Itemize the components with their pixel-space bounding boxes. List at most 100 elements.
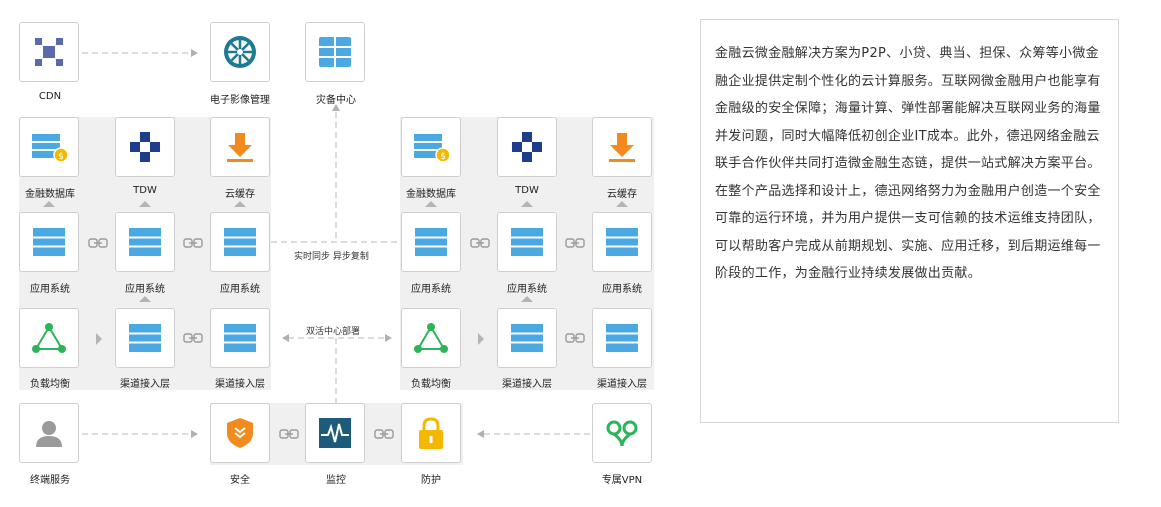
load-balancer-label-left: 负载均衡: [30, 379, 70, 390]
app-system-label-left-1: 应用系统: [30, 284, 70, 295]
download-icon: [227, 133, 253, 162]
description-paragraph-2: 在整个产品选择和设计上，德迅网络努力为金融用户创造一个安全可靠的运行环境，并为用…: [715, 183, 1101, 282]
dr-center-label: 灾备中心: [316, 95, 356, 106]
channel-access-node-right-2[interactable]: [592, 308, 652, 368]
sync-replication-label: 实时同步 异步复制: [291, 249, 372, 262]
image-management-label: 电子影像管理: [210, 95, 270, 106]
link-icon: [565, 333, 585, 343]
financial-db-label-left: 金融数据库: [25, 189, 75, 200]
database-coin-icon: $: [32, 134, 68, 163]
channel-access-label-left-1: 渠道接入层: [120, 379, 170, 390]
server-icon: [511, 324, 543, 352]
terminal-service-node[interactable]: [19, 403, 79, 463]
channel-access-node-left-2[interactable]: [210, 308, 270, 368]
server-icon: [224, 228, 256, 256]
channel-access-label-right-2: 渠道接入层: [597, 379, 647, 390]
tdw-icon: [512, 132, 542, 162]
link-icon: [374, 429, 394, 439]
security-label: 安全: [230, 475, 250, 486]
database-coin-icon: $: [414, 134, 450, 163]
tdw-node-left[interactable]: [115, 117, 175, 177]
arrow-up: [139, 201, 151, 207]
arrow-right: [478, 333, 484, 345]
arrow-up: [521, 296, 533, 302]
link-icon: [183, 333, 203, 343]
tdw-node-right[interactable]: [497, 117, 557, 177]
arrow-up: [234, 201, 246, 207]
dr-center-node[interactable]: [305, 22, 365, 82]
arrow-up: [425, 201, 437, 207]
app-system-label-left-3: 应用系统: [220, 284, 260, 295]
app-system-node-right-3[interactable]: [592, 212, 652, 272]
download-icon: [609, 133, 635, 162]
cdn-label: CDN: [38, 91, 62, 102]
server-icon: [129, 324, 161, 352]
tdw-icon: [130, 132, 160, 162]
server-icon: [129, 228, 161, 256]
aperture-icon: [224, 36, 256, 68]
security-node[interactable]: [210, 403, 270, 463]
cdn-node[interactable]: [19, 22, 79, 82]
app-system-node-right-2[interactable]: [497, 212, 557, 272]
arrow-up: [616, 201, 628, 207]
link-icon: [470, 238, 490, 248]
server-icon: [606, 324, 638, 352]
load-balancer-label-right: 负载均衡: [411, 379, 451, 390]
arrow-up: [139, 296, 151, 302]
vpn-knot-icon: [606, 420, 638, 447]
app-system-node-right-1[interactable]: [401, 212, 461, 272]
image-management-node[interactable]: [210, 22, 270, 82]
description-panel: 金融云微金融解决方案为P2P、小贷、典当、担保、众筹等小微金融企业提供定制个性化…: [700, 19, 1119, 423]
link-icon: [183, 238, 203, 248]
grid-icon: [319, 37, 351, 67]
arrow-up: [521, 201, 533, 207]
link-icon: [88, 238, 108, 248]
server-icon: [33, 228, 65, 256]
server-icon: [606, 228, 638, 256]
financial-db-label-right: 金融数据库: [406, 189, 456, 200]
financial-db-node-left[interactable]: $: [19, 117, 79, 177]
cloud-cache-label-right: 云缓存: [607, 189, 637, 200]
load-balancer-node-right[interactable]: [401, 308, 461, 368]
protection-label: 防护: [421, 475, 441, 486]
app-system-node-left-2[interactable]: [115, 212, 175, 272]
cdn-icon: [35, 38, 63, 66]
shield-icon: [227, 418, 253, 448]
user-icon: [36, 421, 62, 447]
app-system-label-right-1: 应用系统: [411, 284, 451, 295]
tdw-label-left: TDW: [133, 185, 157, 196]
monitor-label: 监控: [326, 475, 346, 486]
channel-access-node-left-1[interactable]: [115, 308, 175, 368]
arrow-right: [96, 333, 102, 345]
app-system-label-right-3: 应用系统: [602, 284, 642, 295]
app-system-node-left-1[interactable]: [19, 212, 79, 272]
server-icon: [224, 324, 256, 352]
protection-node[interactable]: [401, 403, 461, 463]
pulse-monitor-icon: [319, 418, 351, 448]
network-triangle-icon: [414, 323, 448, 353]
dedicated-vpn-node[interactable]: [592, 403, 652, 463]
dedicated-vpn-label: 专属VPN: [601, 475, 643, 486]
server-icon: [511, 228, 543, 256]
channel-access-node-right-1[interactable]: [497, 308, 557, 368]
app-system-label-right-2: 应用系统: [507, 284, 547, 295]
cloud-cache-node-left[interactable]: [210, 117, 270, 177]
monitor-node[interactable]: [305, 403, 365, 463]
active-active-label: 双活中心部署: [303, 324, 364, 337]
server-icon: [415, 228, 447, 256]
link-icon: [279, 429, 299, 439]
tdw-label-right: TDW: [515, 185, 539, 196]
load-balancer-node-left[interactable]: [19, 308, 79, 368]
svg-text:$: $: [58, 152, 64, 162]
terminal-service-label: 终端服务: [30, 475, 70, 486]
lock-icon: [419, 417, 443, 449]
svg-text:$: $: [440, 152, 446, 162]
cloud-cache-node-right[interactable]: [592, 117, 652, 177]
description-paragraph-1: 金融云微金融解决方案为P2P、小贷、典当、担保、众筹等小微金融企业提供定制个性化…: [715, 46, 1101, 171]
financial-db-node-right[interactable]: $: [401, 117, 461, 177]
app-system-label-left-2: 应用系统: [125, 284, 165, 295]
cloud-cache-label-left: 云缓存: [225, 189, 255, 200]
app-system-node-left-3[interactable]: [210, 212, 270, 272]
link-icon: [565, 238, 585, 248]
connector-lines: [82, 49, 592, 438]
